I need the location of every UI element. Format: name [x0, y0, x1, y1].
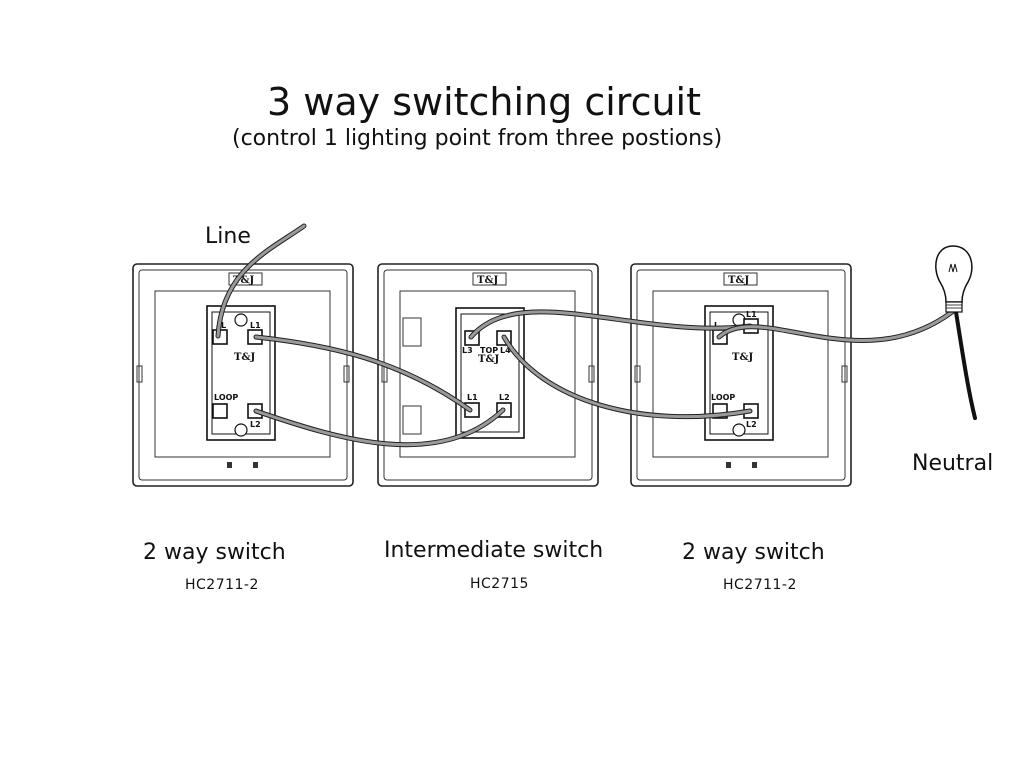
terminal-label: L1 [746, 310, 757, 319]
neutral-label: Neutral [912, 451, 994, 476]
terminal-label: L2 [250, 420, 261, 429]
switch-3-model: HC2711-2 [723, 577, 797, 593]
terminal-label: LOOP [711, 393, 735, 402]
switch-2-model: HC2715 [470, 576, 529, 592]
brand-text: T&J [234, 352, 255, 363]
light-bulb-icon [935, 245, 973, 313]
switch-3-name: 2 way switch [682, 540, 825, 565]
terminal-label: L [714, 321, 719, 330]
wires [215, 223, 977, 448]
terminal-label: L2 [746, 420, 757, 429]
switch-plate-2: T&J L3 TOP L4 L1 L2 T&J [377, 263, 599, 487]
brand-text: T&J [728, 275, 749, 286]
diagram-subtitle: (control 1 lighting point from three pos… [232, 126, 723, 151]
brand-text: T&J [478, 354, 499, 365]
brand-text: T&J [732, 352, 753, 363]
switch-plate-3: T&J L L1 L2 LOOP T&J [630, 263, 852, 487]
terminal-label: TOP [480, 346, 498, 355]
line-label: Line [205, 224, 251, 249]
terminal-label: L3 [462, 346, 473, 355]
switch-2-name: Intermediate switch [384, 538, 604, 563]
brand-text: T&J [233, 275, 254, 286]
terminal-label: L [221, 321, 226, 330]
switch-1-model: HC2711-2 [185, 577, 259, 593]
terminal-label: L2 [499, 393, 510, 402]
switch-plate-1: T&J L L1 L2 LOOP T&J [132, 263, 354, 487]
switch-1-name: 2 way switch [143, 540, 286, 565]
terminal-label: L4 [500, 346, 511, 355]
brand-text: T&J [477, 275, 498, 286]
terminal-label: L1 [467, 393, 478, 402]
terminal-label: L1 [250, 321, 261, 330]
terminal-label: LOOP [214, 393, 238, 402]
diagram-title: 3 way switching circuit [267, 80, 702, 124]
